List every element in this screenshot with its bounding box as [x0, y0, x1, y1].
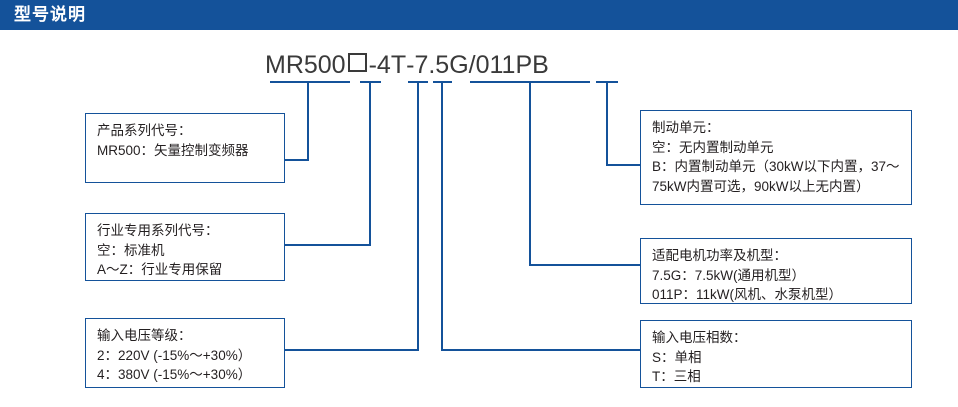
model-segment-voltage: 4 — [376, 51, 391, 79]
section-header-bar: 型号说明 — [0, 0, 958, 30]
callout-line: 011P：11kW(风机、水泵机型） — [652, 287, 843, 302]
callout-motor-power-and-type: 适配电机功率及机型： 7.5G：7.5kW(通用机型） 011P：11kW(风机… — [640, 238, 912, 304]
leader-brake — [606, 82, 640, 166]
callout-input-phase-count: 输入电压相数： S：单相 T：三相 — [640, 320, 912, 388]
model-segment-brake: B — [532, 51, 549, 79]
leader-phase — [441, 82, 640, 351]
leader-series — [285, 82, 309, 161]
model-separator-2: - — [406, 51, 415, 79]
callout-title: 制动单元： — [652, 120, 720, 135]
model-segment-series: MR500 — [265, 51, 346, 79]
leader-industry — [285, 82, 371, 246]
callout-line: 7.5G：7.5kW(通用机型） — [652, 267, 806, 283]
callout-title: 输入电压等级： — [97, 328, 192, 343]
callout-line: S：单相 — [652, 349, 702, 365]
callout-braking-unit: 制动单元： 空：无内置制动单元 B：内置制动单元（30kW以下内置，37～75k… — [640, 110, 912, 205]
callout-input-voltage-class: 输入电压等级： 2：220V (-15%～+30%） 4：380V (-15%～… — [85, 318, 285, 388]
callout-line: 4：380V (-15%～+30%） — [97, 367, 252, 382]
leader-voltage — [285, 82, 419, 351]
callout-industry-series: 行业专用系列代号： 空：标准机 A～Z：行业专用保留 — [85, 213, 285, 281]
callout-line: 空：标准机 — [97, 242, 165, 258]
model-segment-phase: T — [390, 51, 407, 79]
callout-line: 空：无内置制动单元 — [652, 139, 774, 155]
callout-line: T：三相 — [652, 369, 701, 384]
model-separator-1: - — [368, 51, 377, 79]
model-number-string: MR500-4T-7.5G/011PB — [265, 50, 549, 80]
callout-line: A～Z：行业专用保留 — [97, 262, 223, 277]
callout-line: MR500：矢量控制变频器 — [97, 142, 249, 158]
callout-product-series: 产品系列代号： MR500：矢量控制变频器 — [85, 113, 285, 183]
model-segment-power: 7.5G/011P — [414, 51, 533, 79]
page-title: 型号说明 — [14, 5, 86, 24]
callout-line: B：内置制动单元（30kW以下内置，37～75kW内置可选，90kW以上无内置） — [652, 159, 900, 194]
callout-title: 产品系列代号： — [97, 123, 192, 138]
callout-title: 行业专用系列代号： — [97, 223, 219, 238]
callout-title: 输入电压相数： — [652, 330, 747, 345]
callout-line: 2：220V (-15%～+30%） — [97, 347, 252, 363]
empty-square-icon — [347, 53, 367, 72]
callout-title: 适配电机功率及机型： — [652, 248, 787, 263]
leader-power — [529, 82, 640, 266]
